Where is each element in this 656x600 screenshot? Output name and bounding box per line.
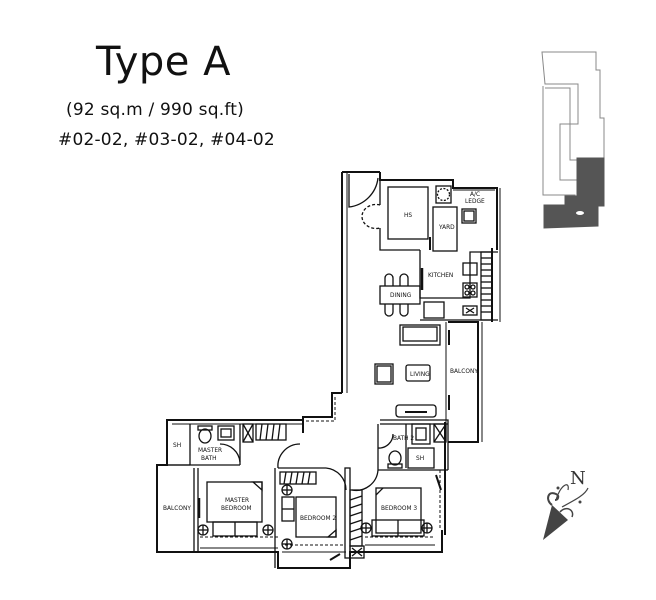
north-compass-icon: N <box>543 468 589 540</box>
label-balcony-living: BALCONY <box>450 367 478 375</box>
label-bath-2: BATH 2 <box>393 434 414 442</box>
label-ac-ledge-1: A/C <box>470 190 480 198</box>
key-plan <box>541 51 605 229</box>
label-master-bedroom-2: BEDROOM <box>221 504 252 512</box>
walls <box>156 171 501 569</box>
drying-rack <box>480 251 493 321</box>
key-plan-highlight <box>543 157 605 229</box>
label-yard: YARD <box>438 223 455 231</box>
label-hs: HS <box>404 211 412 219</box>
room-labels: HS YARD A/C LEDGE KITCHEN DINING LIVING … <box>163 190 485 522</box>
label-ac-ledge-2: LEDGE <box>465 197 485 205</box>
label-master-bedroom-1: MASTER <box>225 496 249 504</box>
label-dining: DINING <box>390 291 412 299</box>
label-living: LIVING <box>410 370 430 378</box>
label-kitchen: KITCHEN <box>428 271 453 279</box>
unit-area: (92 sq.m / 990 sq.ft) <box>66 100 244 120</box>
unit-numbers: #02-02, #03-02, #04-02 <box>58 130 275 150</box>
label-master-bath-1: MASTER <box>198 446 222 454</box>
unit-type-title: Type A <box>96 39 231 85</box>
label-sh-bath2: SH <box>416 454 424 462</box>
label-bedroom-3: BEDROOM 3 <box>381 504 417 512</box>
interior-walls <box>167 174 498 568</box>
label-sh-master: SH <box>173 441 181 449</box>
label-balcony-master: BALCONY <box>163 504 191 512</box>
north-label: N <box>570 468 586 489</box>
label-bedroom-2: BEDROOM 2 <box>300 514 336 522</box>
label-master-bath-2: BATH <box>201 454 216 462</box>
